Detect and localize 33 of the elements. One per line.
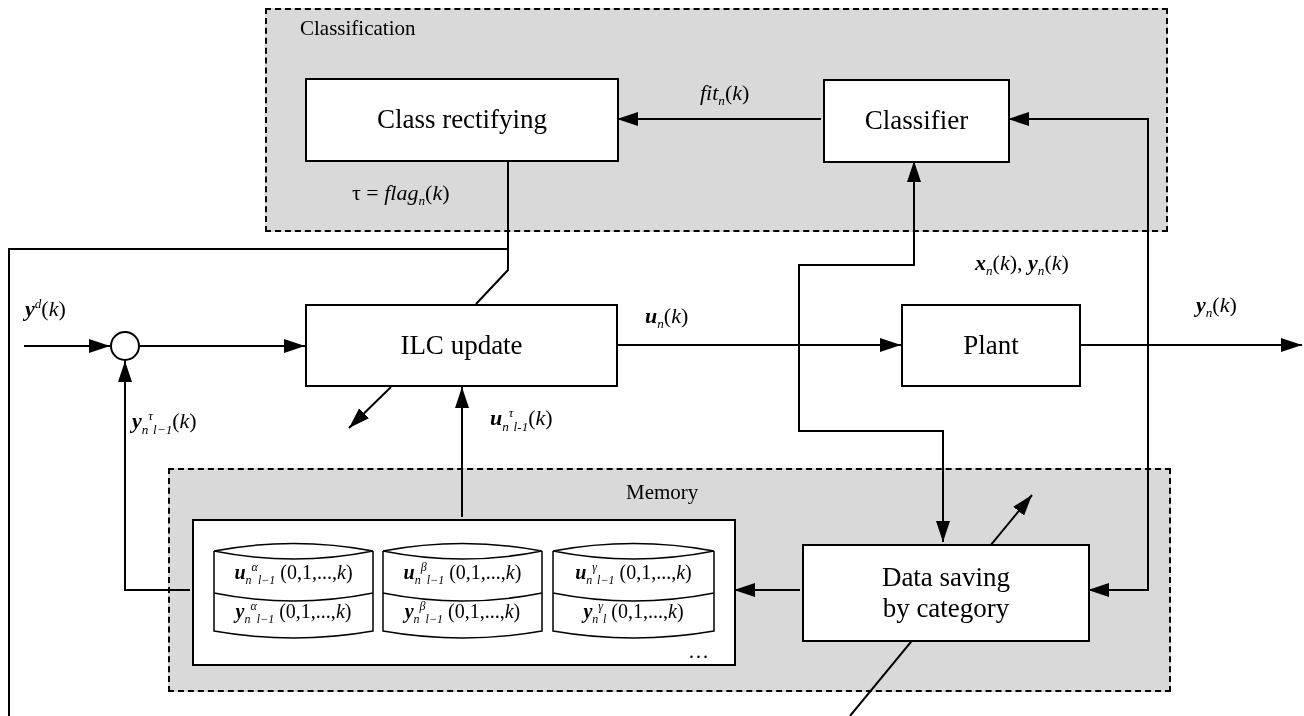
- process-box: [823, 79, 1010, 163]
- arrow: [733, 583, 801, 597]
- edge-label: τ = flag$_{n}$(k): [352, 180, 450, 210]
- arrow: [616, 112, 822, 126]
- edge-label: x$_{n}$(k), y$_{n}$(k): [975, 250, 1069, 280]
- process-box: [901, 304, 1081, 387]
- box-label: Plant: [963, 329, 1019, 361]
- box-label: Data saving by category: [880, 561, 1012, 625]
- ellipsis: …: [688, 639, 709, 664]
- arrow: [118, 360, 191, 591]
- edge-label: fit$_{n}$(k): [700, 80, 750, 110]
- process-box: [802, 544, 1090, 642]
- edge-label: y$^{d}$(k): [25, 296, 66, 323]
- arrow: [23, 339, 111, 353]
- group-panel: [168, 468, 1171, 692]
- process-box: [305, 304, 618, 387]
- summing-junction: [110, 331, 140, 361]
- group-title: Memory: [626, 480, 699, 505]
- group-panel: [265, 8, 1168, 232]
- data-store-cylinder: [213, 543, 374, 639]
- box-label: Classifier: [864, 105, 969, 137]
- group-title: Classification: [300, 16, 416, 41]
- edge-label: y$_{n}$(k): [1196, 292, 1237, 322]
- box-label: Class rectifying: [376, 104, 548, 136]
- edge-label: u$_{n}$(k): [645, 303, 689, 333]
- arrow: [455, 386, 469, 518]
- process-box: [305, 78, 619, 162]
- arrow: [139, 339, 306, 353]
- arrow: [1007, 112, 1149, 346]
- data-store-cylinder: [552, 543, 715, 639]
- box-label: ILC update: [400, 329, 523, 361]
- data-store-cylinder: [382, 543, 543, 639]
- memory-box: [192, 519, 736, 666]
